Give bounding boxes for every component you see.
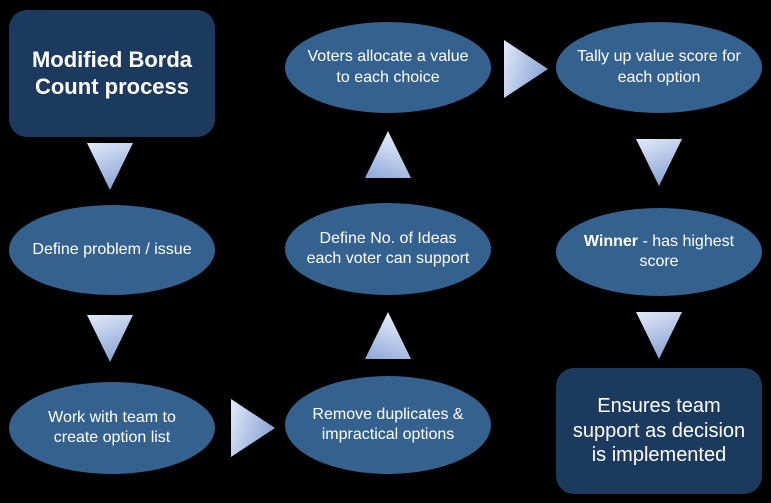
node-winner[interactable]: Winner - has highest score	[556, 208, 762, 296]
node-define-no-of-ideas-label: Define No. of Ideas each voter can suppo…	[306, 229, 470, 267]
node-title-box[interactable]: Modified Borda Count process	[9, 10, 215, 137]
node-remove-duplicates-label: Remove duplicates & impractical options	[312, 405, 464, 443]
node-define-no-of-ideas[interactable]: Define No. of Ideas each voter can suppo…	[285, 203, 491, 295]
node-remove-duplicates[interactable]: Remove duplicates & impractical options	[285, 376, 491, 474]
arrow-work-with-team-to-remove-duplicates	[231, 399, 275, 457]
arrow-remove-duplicates-to-define-no-of-ideas	[365, 312, 411, 359]
node-tally-up[interactable]: Tally up value score for each option	[556, 22, 762, 113]
node-define-problem[interactable]: Define problem / issue	[9, 205, 215, 295]
node-voters-allocate-label: Voters allocate a value to each choice	[307, 48, 469, 86]
node-voters-allocate[interactable]: Voters allocate a value to each choice	[285, 22, 491, 113]
node-winner-label: Winner - has highest score	[572, 232, 746, 273]
node-winner-label-rest: - has highest score	[638, 232, 735, 270]
node-winner-label-bold: Winner	[583, 232, 638, 250]
node-ensures-team-support-label: Ensures team support as decision is impl…	[572, 395, 746, 467]
node-title-box-label: Modified Borda Count process	[31, 46, 193, 99]
arrow-title-to-define-problem	[87, 143, 133, 190]
arrow-tally-up-to-winner	[636, 139, 682, 186]
node-define-problem-label: Define problem / issue	[32, 240, 192, 258]
node-work-with-team[interactable]: Work with team to create option list	[9, 382, 215, 474]
node-tally-up-label: Tally up value score for each option	[577, 48, 741, 86]
node-work-with-team-label: Work with team to create option list	[48, 408, 176, 446]
arrow-define-no-of-ideas-to-voters-allocate	[365, 131, 411, 178]
arrow-define-problem-to-work-with-team	[87, 315, 133, 362]
arrow-voters-allocate-to-tally-up	[504, 40, 548, 98]
arrow-winner-to-ensures-team-support	[636, 312, 682, 359]
node-ensures-team-support[interactable]: Ensures team support as decision is impl…	[556, 368, 762, 494]
